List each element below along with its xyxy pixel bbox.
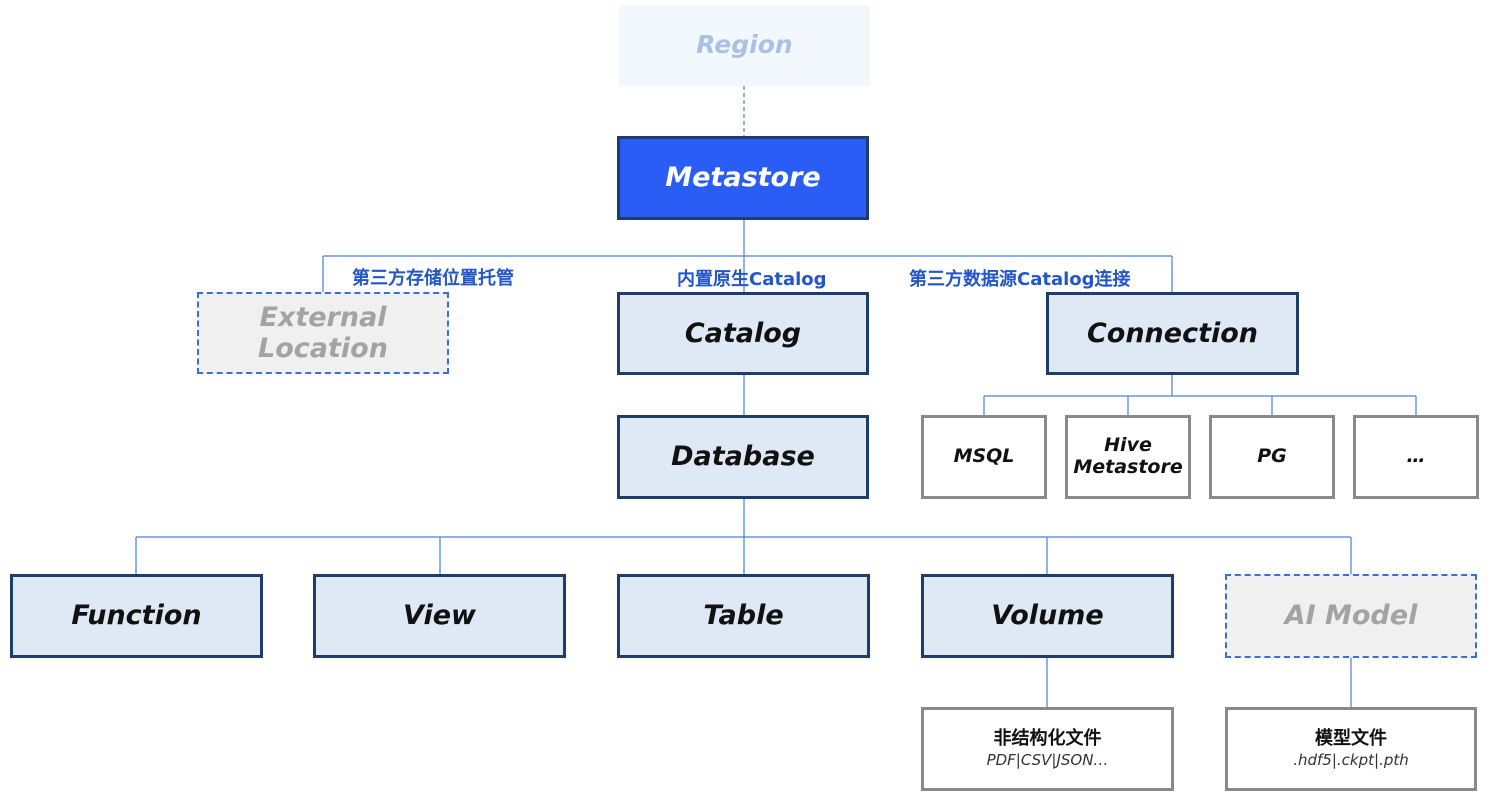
connection-type-label: … [1406, 445, 1426, 468]
connection-type-msql: MSQL [921, 415, 1047, 499]
volume-label: Volume [991, 600, 1104, 632]
connection-type-label: PG [1257, 445, 1287, 468]
region-node: Region [619, 5, 870, 86]
ai-model-node: AI Model [1225, 574, 1477, 658]
database-node: Database [617, 415, 869, 499]
model-files-title: 模型文件 [1315, 727, 1387, 749]
connection-type-label: Hive Metastore [1073, 434, 1183, 478]
catalog-node: Catalog [617, 292, 869, 375]
database-label: Database [671, 441, 815, 473]
ai-model-label: AI Model [1284, 600, 1418, 632]
metastore-node: Metastore [617, 136, 869, 220]
edge-label-connection: 第三方数据源Catalog连接 [909, 269, 1131, 290]
connection-type-label: MSQL [953, 445, 1015, 468]
function-node: Function [10, 574, 263, 658]
connection-type-hive-metastore: Hive Metastore [1065, 415, 1191, 499]
table-node: Table [617, 574, 870, 658]
region-label: Region [696, 30, 793, 60]
edge-label-external: 第三方存储位置托管 [352, 268, 514, 289]
volume-files-formats: PDF|CSV|JSON… [986, 751, 1109, 770]
volume-files-node: 非结构化文件 PDF|CSV|JSON… [921, 707, 1174, 791]
volume-files-title: 非结构化文件 [993, 727, 1102, 749]
view-label: View [403, 600, 476, 632]
external-location-label: External Location [258, 301, 388, 364]
connection-type-more: … [1353, 415, 1479, 499]
model-files-node: 模型文件 .hdf5|.ckpt|.pth [1225, 707, 1477, 791]
volume-node: Volume [921, 574, 1174, 658]
catalog-label: Catalog [684, 317, 802, 349]
connection-node: Connection [1046, 292, 1299, 375]
metastore-label: Metastore [665, 162, 821, 194]
connection-type-pg: PG [1209, 415, 1335, 499]
connection-label: Connection [1086, 317, 1259, 349]
external-location-node: External Location [197, 292, 449, 374]
function-label: Function [71, 600, 202, 632]
table-label: Table [703, 600, 784, 632]
model-files-formats: .hdf5|.ckpt|.pth [1293, 751, 1409, 770]
view-node: View [313, 574, 566, 658]
edge-label-catalog: 内置原生Catalog [677, 269, 827, 290]
